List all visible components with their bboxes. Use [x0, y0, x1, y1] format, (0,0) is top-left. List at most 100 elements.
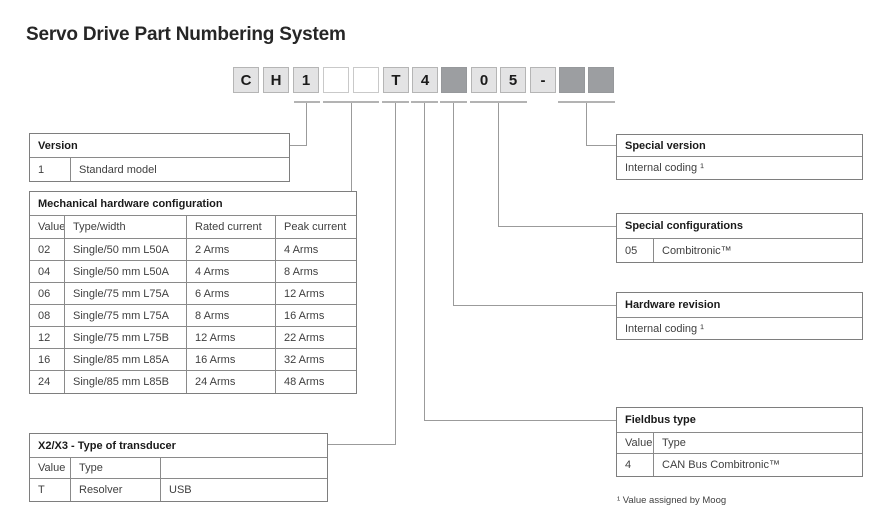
cell: 48 Arms: [284, 376, 325, 388]
col-header: Rated current: [187, 216, 276, 238]
cell: 2 Arms: [187, 239, 276, 260]
cell: Single/50 mm L50A: [65, 261, 187, 282]
cell: 32 Arms: [284, 353, 325, 366]
connector-line-transducer: [395, 103, 396, 444]
part-box-1: 1: [293, 67, 319, 93]
table-row: 06 Single/75 mm L75A 6 Arms 12 Arms: [30, 283, 356, 305]
table-row: 12 Single/75 mm L75B 12 Arms 22 Arms: [30, 327, 356, 349]
cell-desc: CAN Bus Combitronic™: [662, 459, 780, 471]
cell: 02: [30, 239, 65, 260]
cell: Single/75 mm L75A: [65, 283, 187, 304]
part-box-c: C: [233, 67, 259, 93]
cell-desc: Combitronic™: [662, 244, 732, 257]
col-header: Value: [30, 458, 71, 478]
hardware-revision-table: Hardware revision Internal coding ¹: [616, 292, 863, 340]
part-box-dash: -: [530, 67, 556, 93]
transducer-table: X2/X3 - Type of transducer Value Type T …: [29, 433, 328, 502]
cell: 16 Arms: [284, 309, 325, 322]
table-title: Special version: [617, 135, 862, 157]
connector-underline: [558, 101, 615, 103]
connector-elbow-version: [290, 145, 307, 146]
cell: 6 Arms: [187, 283, 276, 304]
connector-underline: [323, 101, 379, 103]
connector-underline: [440, 101, 467, 103]
connector-line-special-config: [498, 103, 499, 226]
cell-note: Internal coding ¹: [625, 322, 704, 335]
connector-underline: [294, 101, 320, 103]
cell: 24 Arms: [187, 371, 276, 393]
version-table: Version 1 Standard model: [29, 133, 290, 182]
cell: 12: [30, 327, 65, 348]
col-header: Type: [662, 437, 686, 449]
connector-elbow-transducer: [328, 444, 396, 445]
col-header: Peak current: [284, 221, 347, 233]
special-version-table: Special version Internal coding ¹: [616, 134, 863, 180]
col-header: [161, 458, 327, 478]
part-box-5: 5: [500, 67, 526, 93]
cell: USB: [169, 484, 192, 496]
cell: 8 Arms: [284, 265, 319, 278]
connector-line-version: [306, 103, 307, 145]
cell-value: 1: [30, 158, 71, 181]
col-header: Value: [617, 433, 654, 453]
part-box-h: H: [263, 67, 289, 93]
connector-line-special-ver: [586, 103, 587, 145]
cell-note: Internal coding ¹: [625, 162, 704, 174]
fieldbus-table: Fieldbus type Value Type 4 CAN Bus Combi…: [616, 407, 863, 477]
mechanical-table: Mechanical hardware configuration Value …: [29, 191, 357, 394]
special-configurations-table: Special configurations 05 Combitronic™: [616, 213, 863, 263]
table-title: Hardware revision: [617, 293, 862, 318]
part-box-blank: [353, 67, 379, 93]
connector-line-fieldbus: [424, 103, 425, 420]
connector-line-mechanical: [351, 103, 352, 191]
table-row: Internal coding ¹: [617, 157, 862, 179]
cell: 24: [30, 371, 65, 393]
table-header-row: Value Type: [30, 458, 327, 479]
cell: 12 Arms: [187, 327, 276, 348]
col-header: Type/width: [65, 216, 187, 238]
cell: 4 Arms: [187, 261, 276, 282]
table-row: T Resolver USB: [30, 479, 327, 501]
part-box-0: 0: [471, 67, 497, 93]
table-row: 16 Single/85 mm L85A 16 Arms 32 Arms: [30, 349, 356, 371]
cell: 16: [30, 349, 65, 370]
table-row: 4 CAN Bus Combitronic™: [617, 454, 862, 476]
table-header-row: Value Type/width Rated current Peak curr…: [30, 216, 356, 239]
col-header: Value: [30, 216, 65, 238]
table-row: Internal coding ¹: [617, 318, 862, 339]
table-title: Version: [30, 134, 289, 158]
cell: Single/75 mm L75A: [65, 305, 187, 326]
col-header: Type: [71, 458, 161, 478]
table-header-row: Value Type: [617, 433, 862, 454]
footnote: ¹ Value assigned by Moog: [617, 495, 727, 506]
table-row: 1 Standard model: [30, 158, 289, 181]
cell-value: 4: [617, 454, 654, 476]
cell: Single/85 mm L85B: [65, 371, 187, 393]
cell: 12 Arms: [284, 287, 325, 300]
connector-underline: [411, 101, 438, 103]
table-row: 02 Single/50 mm L50A 2 Arms 4 Arms: [30, 239, 356, 261]
table-row: 08 Single/75 mm L75A 8 Arms 16 Arms: [30, 305, 356, 327]
connector-elbow-special-config: [498, 226, 616, 227]
cell: T: [30, 479, 71, 501]
cell: 08: [30, 305, 65, 326]
table-row: 04 Single/50 mm L50A 4 Arms 8 Arms: [30, 261, 356, 283]
cell: 22 Arms: [284, 331, 325, 344]
part-box-t: T: [383, 67, 409, 93]
connector-underline: [382, 101, 409, 103]
table-title: Fieldbus type: [617, 408, 862, 433]
part-box-filled: [559, 67, 585, 93]
part-box-filled: [441, 67, 467, 93]
table-row: 24 Single/85 mm L85B 24 Arms 48 Arms: [30, 371, 356, 393]
cell-value: 05: [617, 239, 654, 262]
connector-elbow-hw-revision: [453, 305, 616, 306]
table-title: Mechanical hardware configuration: [30, 192, 356, 216]
connector-underline: [470, 101, 527, 103]
cell-desc: Standard model: [79, 163, 157, 176]
connector-elbow-fieldbus: [424, 420, 616, 421]
table-row: 05 Combitronic™: [617, 239, 862, 262]
cell: 16 Arms: [187, 349, 276, 370]
cell: Single/75 mm L75B: [65, 327, 187, 348]
cell: 04: [30, 261, 65, 282]
